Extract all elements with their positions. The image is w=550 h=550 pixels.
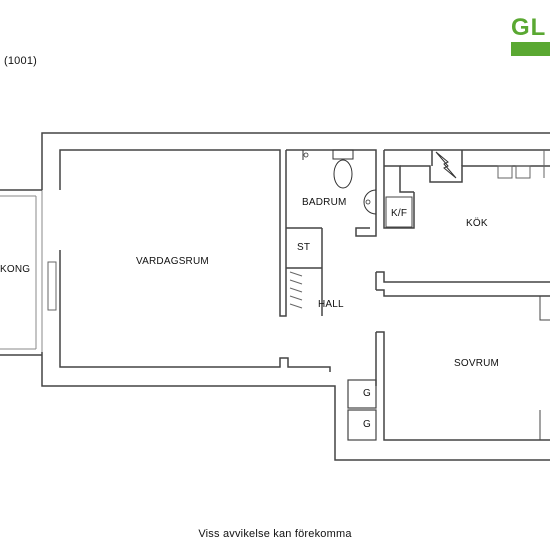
room-label-storage: ST	[297, 242, 311, 253]
outer-walls	[0, 132, 550, 461]
logo-text: GL	[511, 14, 547, 41]
living-room-walls	[47, 149, 331, 372]
room-label-kitchen: KÖK	[466, 218, 488, 229]
room-label-bathroom: BADRUM	[302, 197, 347, 208]
room-label-kf: K/F	[391, 208, 408, 219]
hall-bedroom-walls	[347, 271, 550, 441]
room-label-hall: HALL	[318, 299, 344, 310]
room-label-wardrobe-2: G	[363, 419, 371, 430]
room-label-balcony: KONG	[0, 264, 31, 275]
room-label-living-room: VARDAGSRUM	[136, 256, 209, 267]
brand-logo: GL	[511, 14, 550, 56]
apartment-code: (1001)	[4, 55, 37, 67]
room-label-wardrobe-1: G	[363, 388, 371, 399]
disclaimer: Viss avvikelse kan förekomma	[198, 528, 352, 540]
storage-shelves	[289, 271, 303, 309]
logo-bar	[511, 42, 550, 56]
bathroom-walls	[286, 149, 377, 316]
room-label-bedroom: SOVRUM	[454, 358, 500, 369]
kitchen-walls	[383, 149, 550, 229]
